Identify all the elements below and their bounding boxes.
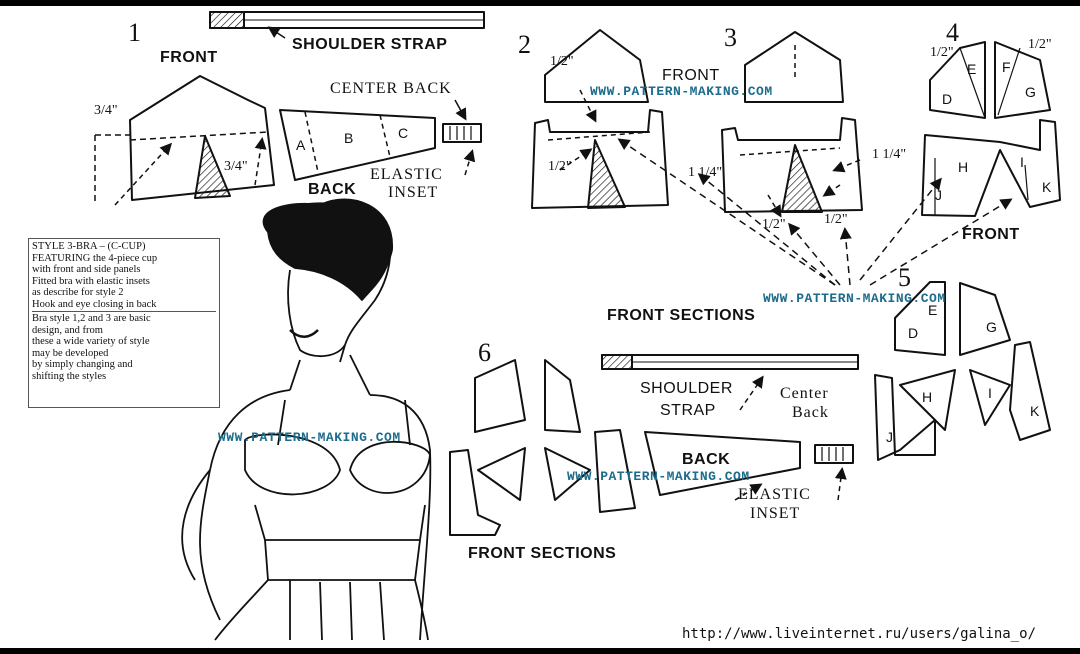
strap-label-6: STRAP bbox=[660, 402, 716, 419]
measurement-2b: 1/2" bbox=[548, 159, 572, 174]
watermark-3: WWW.PATTERN-MAKING.COM bbox=[218, 430, 401, 445]
measurement-1a: 3/4" bbox=[94, 103, 118, 118]
piece-h-label-4: H bbox=[958, 159, 969, 175]
measurement-3d: 1/2" bbox=[824, 212, 848, 227]
shoulder-strap-label: SHOULDER STRAP bbox=[292, 36, 448, 53]
figure-illustration bbox=[181, 198, 432, 641]
step-number-1: 1 bbox=[128, 18, 141, 47]
inset-label-6: INSET bbox=[750, 505, 801, 522]
front-label-4: FRONT bbox=[962, 226, 1020, 243]
measurement-4a: 1/2" bbox=[930, 45, 954, 60]
back-label-1: BACK bbox=[308, 181, 357, 198]
note-line: STYLE 3-BRA – (C-CUP) bbox=[32, 241, 146, 252]
measurement-1b: 3/4" bbox=[224, 159, 248, 174]
piece-b-label: B bbox=[344, 130, 354, 146]
measurement-3c: 1/2" bbox=[762, 217, 786, 232]
note-line: may be developed bbox=[32, 347, 109, 359]
piece-g-label-4: G bbox=[1025, 84, 1036, 100]
piece-i-label-5: I bbox=[988, 385, 992, 401]
elastic-label-1: ELASTIC bbox=[370, 166, 443, 183]
inset-label-1: INSET bbox=[388, 184, 439, 201]
piece-a-label: A bbox=[296, 137, 306, 153]
elastic-label-6: ELASTIC bbox=[738, 486, 811, 503]
piece-j-label-5: J bbox=[886, 429, 893, 445]
note-line: Fitted bra with elastic insets bbox=[32, 275, 150, 287]
piece-f-label-4: F bbox=[1002, 59, 1011, 75]
watermark-2: WWW.PATTERN-MAKING.COM bbox=[763, 291, 946, 306]
shoulder-label-6: SHOULDER bbox=[640, 380, 733, 397]
piece-h-label-5: H bbox=[922, 389, 933, 405]
center-back-label: CENTER BACK bbox=[330, 80, 452, 97]
note-line: FEATURING the 4-piece cup bbox=[32, 252, 158, 264]
piece-d-label-5: D bbox=[908, 325, 919, 341]
back-label-6: BACK bbox=[682, 451, 731, 468]
cup-pieces-3 bbox=[721, 31, 863, 218]
converging-arrows bbox=[617, 138, 1013, 286]
piece-c-label: C bbox=[398, 125, 409, 141]
source-credit-url: http://www.liveinternet.ru/users/galina_… bbox=[682, 626, 1037, 642]
top-frame-bar bbox=[0, 0, 1080, 6]
note-line: design, and from bbox=[32, 324, 103, 336]
note-line: Bra style 1,2 and 3 are basic bbox=[32, 313, 151, 324]
piece-e-label-5: E bbox=[928, 302, 938, 318]
step-number-4: 4 bbox=[946, 18, 959, 47]
note-divider bbox=[32, 311, 216, 312]
back-word-label-6: Back bbox=[792, 404, 829, 421]
measurement-3b: 1 1/4" bbox=[872, 147, 907, 162]
piece-g-label-5: G bbox=[986, 319, 997, 335]
step-number-2: 2 bbox=[518, 30, 531, 59]
piece-i-label-4: I bbox=[1020, 154, 1024, 170]
front-sections-label-mid: FRONT SECTIONS bbox=[607, 307, 756, 324]
cup-pieces-5 bbox=[874, 281, 1051, 461]
style-note-box: STYLE 3-BRA – (C-CUP) FEATURING the 4-pi… bbox=[28, 238, 220, 408]
pattern-pieces-6 bbox=[449, 354, 859, 536]
step-number-6: 6 bbox=[478, 338, 491, 367]
watermark-1: WWW.PATTERN-MAKING.COM bbox=[590, 84, 773, 99]
bottom-frame-bar bbox=[0, 648, 1080, 654]
measurement-4b: 1/2" bbox=[1028, 37, 1052, 52]
measurement-2a: 1/2" bbox=[550, 54, 574, 69]
front-label-3: FRONT bbox=[662, 67, 720, 84]
cup-pieces-4 bbox=[921, 41, 1061, 217]
shoulder-strap-1 bbox=[209, 11, 485, 39]
piece-k-label-5: K bbox=[1030, 403, 1040, 419]
center-label-6: Center bbox=[780, 385, 829, 402]
front-sections-label-bottom: FRONT SECTIONS bbox=[468, 545, 617, 562]
piece-j-label-4: J bbox=[935, 187, 942, 203]
step-number-3: 3 bbox=[724, 23, 737, 52]
note-line: these a wide variety of style bbox=[32, 336, 150, 347]
piece-e-label-4: E bbox=[967, 61, 977, 77]
note-line: as describe for style 2 bbox=[32, 287, 124, 298]
measurement-3a: 1 1/4" bbox=[688, 165, 723, 180]
note-line: with front and side panels bbox=[32, 264, 141, 275]
cup-pieces-2 bbox=[531, 29, 669, 209]
front-piece-1 bbox=[94, 75, 275, 206]
piece-d-label-4: D bbox=[942, 91, 953, 107]
watermark-4: WWW.PATTERN-MAKING.COM bbox=[567, 469, 750, 484]
step-number-5: 5 bbox=[898, 263, 911, 292]
front-label-1: FRONT bbox=[160, 49, 218, 66]
note-line: by simply changing and bbox=[32, 359, 133, 370]
note-line: Hook and eye closing in back bbox=[32, 298, 157, 310]
back-pieces-1 bbox=[279, 99, 482, 181]
piece-k-label-4: K bbox=[1042, 179, 1052, 195]
note-line: shifting the styles bbox=[32, 370, 107, 382]
